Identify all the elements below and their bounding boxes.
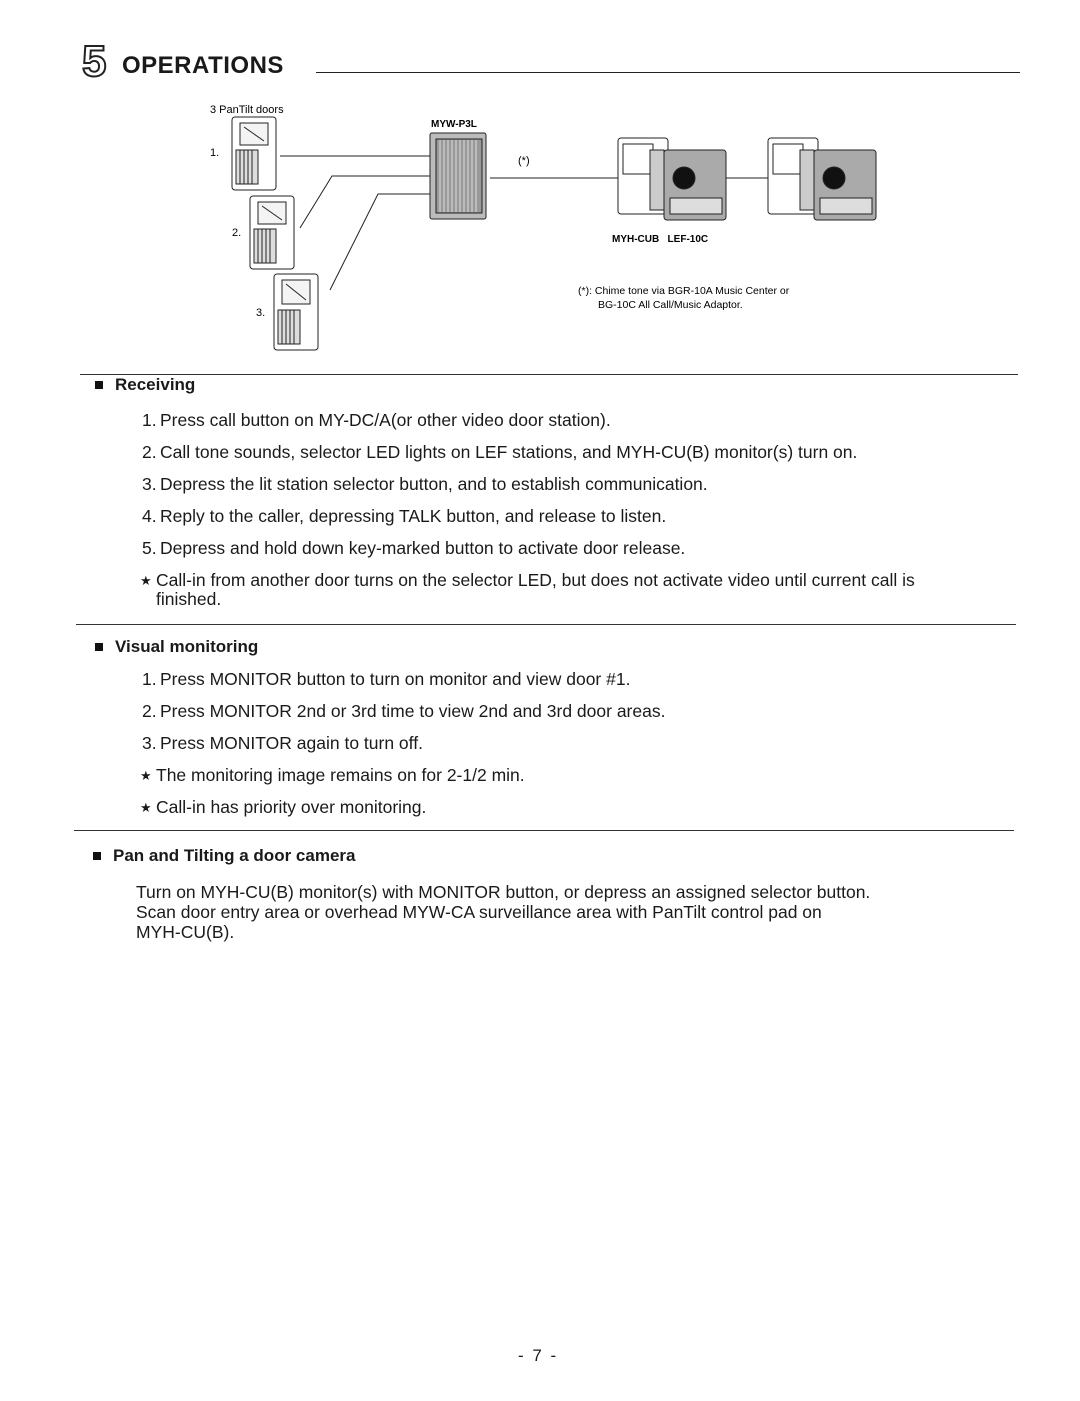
doors-label: 3 PanTilt doors — [210, 104, 284, 116]
list-item: 2.Call tone sounds, selector LED lights … — [142, 442, 858, 462]
chime-asterisk: (*) — [518, 155, 530, 167]
section-title-receiving: Receiving — [95, 375, 195, 395]
pan-tilt-paragraph: Turn on MYH-CU(B) monitor(s) with MONITO… — [136, 882, 871, 942]
door-number-2: 2. — [232, 227, 241, 239]
page-header: 5 OPERATIONS — [81, 37, 1022, 86]
star-icon: ★ — [140, 800, 152, 815]
star-icon: ★ — [140, 573, 152, 588]
footnote-line-2: BG-10C All Call/Music Adaptor. — [598, 299, 743, 311]
adaptor-label: MYW-P3L — [431, 119, 477, 130]
note-item: ★Call-in has priority over monitoring. — [140, 797, 427, 817]
note-item: ★The monitoring image remains on for 2-1… — [140, 765, 525, 785]
page-title: OPERATIONS — [122, 52, 284, 79]
monitor-station-pair-1 — [617, 137, 727, 221]
list-item: 3.Depress the lit station selector butto… — [142, 474, 708, 494]
door-number-3: 3. — [256, 307, 265, 319]
header-rule — [316, 72, 1020, 73]
star-icon: ★ — [140, 768, 152, 783]
monitor-station-pair-2 — [767, 137, 877, 221]
adaptor-unit — [429, 132, 487, 220]
list-item: 1.Press call button on MY-DC/A(or other … — [142, 410, 611, 430]
section-title-visual-monitoring: Visual monitoring — [95, 637, 258, 657]
system-diagram: 3 PanTilt doors MYW-P3L 1. 2. 3. — [210, 104, 877, 351]
square-bullet-icon — [95, 381, 103, 389]
list-item: 2.Press MONITOR 2nd or 3rd time to view … — [142, 701, 666, 721]
door-number-1: 1. — [210, 147, 219, 159]
door-station-1 — [231, 116, 277, 191]
list-item: 3.Press MONITOR again to turn off. — [142, 733, 423, 753]
section-title-pan-tilt: Pan and Tilting a door camera — [93, 846, 355, 866]
wiring-lines — [280, 155, 768, 291]
door-station-3 — [273, 273, 319, 351]
section-number: 5 — [81, 37, 108, 86]
monitor-labels: MYH-CUB LEF-10C — [612, 234, 708, 245]
list-item: 5.Depress and hold down key-marked butto… — [142, 538, 686, 558]
square-bullet-icon — [93, 852, 101, 860]
page-number: - 7 - — [518, 1346, 559, 1365]
list-item: 4.Reply to the caller, depressing TALK b… — [142, 506, 667, 526]
note-item: ★Call-in from another door turns on the … — [140, 570, 915, 590]
list-item: 1.Press MONITOR button to turn on monito… — [142, 669, 631, 689]
square-bullet-icon — [95, 643, 103, 651]
section-divider — [80, 374, 1018, 375]
section-divider — [74, 830, 1014, 831]
note-item-continued: finished. — [156, 589, 222, 609]
section-divider — [76, 624, 1016, 625]
footnote-line-1: (*): Chime tone via BGR-10A Music Center… — [578, 285, 790, 297]
door-station-2 — [249, 195, 295, 270]
